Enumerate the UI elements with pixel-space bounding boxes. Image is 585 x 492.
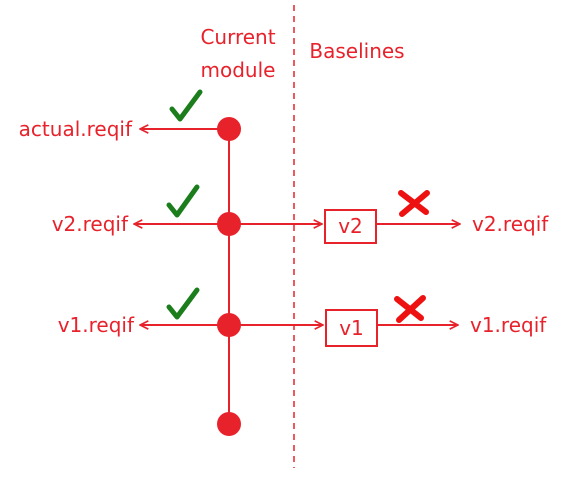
node-v1 <box>217 313 241 337</box>
label-actual-reqif: actual.reqif <box>19 117 133 141</box>
current-module-header-line1: Current <box>200 25 275 49</box>
label-v2-reqif-left: v2.reqif <box>52 212 129 236</box>
check-icon-v2 <box>166 184 200 218</box>
baseline-box-v1 <box>325 309 378 347</box>
label-v1-reqif-right: v1.reqif <box>470 313 547 337</box>
cross-icon-v1 <box>394 295 426 323</box>
check-icon-actual <box>169 89 203 122</box>
baseline-box-v2 <box>324 209 377 244</box>
node-actual <box>217 117 241 141</box>
baseline-box-v1-label: v1 <box>339 316 364 340</box>
baselines-header: Baselines <box>309 39 404 63</box>
label-v1-reqif-left: v1.reqif <box>58 313 135 337</box>
current-module-header-line2: module <box>201 58 276 82</box>
baseline-box-v2-label: v2 <box>338 214 363 238</box>
check-icon-v1 <box>166 287 200 320</box>
node-bottom <box>217 412 241 436</box>
label-v2-reqif-right: v2.reqif <box>472 212 549 236</box>
cross-icon-v2 <box>398 190 430 217</box>
node-v2 <box>217 212 241 236</box>
